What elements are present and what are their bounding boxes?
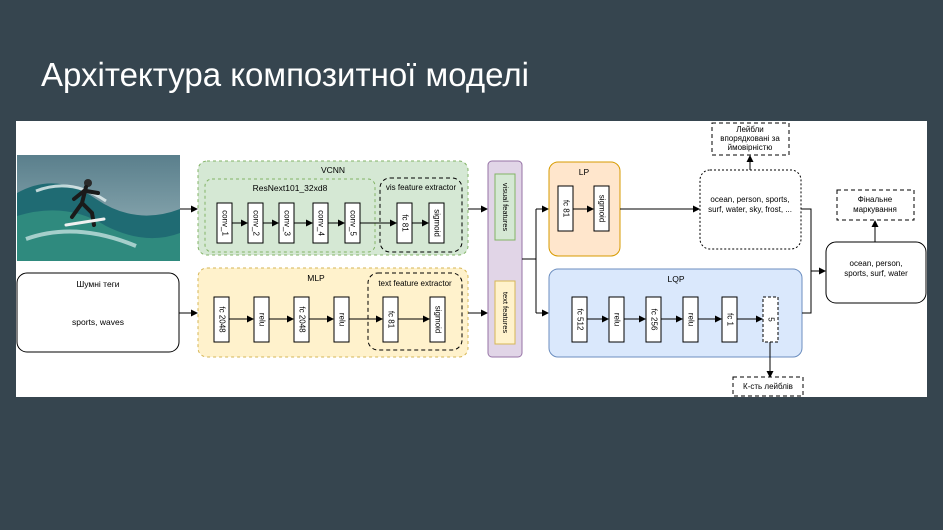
mlp-layer-4: relu <box>333 296 350 343</box>
vcnn-layer-5: conv_5 <box>344 202 361 244</box>
svg-text:fc 512: fc 512 <box>575 309 584 331</box>
lqp-layer-2: relu <box>608 296 625 343</box>
svg-text:text features: text features <box>501 292 510 334</box>
vcnn-block <box>197 160 469 256</box>
mlp-layer-3: fc 2048 <box>293 296 310 343</box>
visual-features-box: visual features <box>494 173 516 241</box>
mlp-layer-2: relu <box>253 296 270 343</box>
svg-text:conv_3: conv_3 <box>282 210 291 236</box>
svg-text:relu: relu <box>612 313 621 326</box>
final-note-box <box>836 189 915 221</box>
vcnn-layer-4: conv_4 <box>312 202 329 244</box>
slide-title: Архітектура композитної моделі <box>41 56 529 93</box>
svg-text:relu: relu <box>337 313 346 326</box>
text-features-box: text features <box>494 280 516 345</box>
svg-text:conv_2: conv_2 <box>251 210 260 236</box>
svg-text:fc 2048: fc 2048 <box>217 306 226 333</box>
lp-title: LP <box>579 167 590 177</box>
svg-text:fc 2048: fc 2048 <box>297 306 306 333</box>
resnext-label: ResNext101_32xd8 <box>253 183 328 193</box>
input-arrows <box>179 205 488 317</box>
vcnn-fc: fc 81 <box>396 202 413 244</box>
svg-text:sigmoid: sigmoid <box>433 306 442 334</box>
final-labels: ocean, person,sports, surf, water <box>844 259 908 278</box>
mlp-sigmoid: sigmoid <box>429 296 446 343</box>
vcnn-sigmoid: sigmoid <box>428 202 445 244</box>
mlp-title: MLP <box>307 273 325 283</box>
lp-sigmoid: sigmoid <box>593 185 610 232</box>
svg-text:sigmoid: sigmoid <box>432 209 441 237</box>
svg-text:5: 5 <box>766 317 775 322</box>
lp-fc: fc 81 <box>557 185 574 232</box>
lqp-output: 5 <box>762 296 779 343</box>
vcnn-title: VCNN <box>321 165 345 175</box>
mlp-fc: fc 81 <box>382 296 399 343</box>
vis-extractor-group <box>379 177 463 253</box>
architecture-diagram: Шумні теги sports, waves VCNN ResNext101… <box>16 122 927 397</box>
label-count: К-сть лейблів <box>743 382 793 391</box>
final-labels-box <box>825 241 927 304</box>
text-extractor-group <box>367 272 463 351</box>
svg-text:conv_5: conv_5 <box>348 210 357 236</box>
vcnn-layer-3: conv_3 <box>278 202 295 244</box>
svg-text:fc 256: fc 256 <box>649 309 658 331</box>
svg-text:fc 81: fc 81 <box>561 200 570 218</box>
lqp-arrows <box>587 315 774 378</box>
resnext-group <box>204 178 376 253</box>
diagram-canvas: Шумні теги sports, waves VCNN ResNext101… <box>16 121 927 397</box>
svg-text:sigmoid: sigmoid <box>597 195 606 223</box>
merge-connectors <box>801 208 812 314</box>
svg-text:conv_1: conv_1 <box>220 210 229 236</box>
mlp-layer-1: fc 2048 <box>213 296 230 343</box>
surfer-photo <box>17 155 180 261</box>
text-extractor-label: text feature extractor <box>378 279 452 288</box>
vcnn-layer-1: conv_1 <box>216 202 233 244</box>
vis-extractor-label: vis feature extractor <box>386 183 457 192</box>
ranked-labels-box <box>699 169 802 250</box>
svg-text:relu: relu <box>257 313 266 326</box>
vcnn-layer-2: conv_2 <box>247 202 264 244</box>
svg-text:fc 81: fc 81 <box>386 311 395 329</box>
lqp-layer-1: fc 512 <box>571 296 588 343</box>
ranked-labels: ocean, person, sports,surf, water, sky, … <box>708 195 792 214</box>
noisy-tags-label: Шумні теги <box>76 279 119 289</box>
svg-text:visual features: visual features <box>501 183 510 232</box>
label-count-box <box>732 376 804 397</box>
svg-text:fc 1: fc 1 <box>725 313 734 326</box>
feature-connectors <box>522 209 537 313</box>
lqp-layer-4: relu <box>682 296 699 343</box>
svg-text:conv_4: conv_4 <box>316 210 325 236</box>
lqp-title: LQP <box>667 274 684 284</box>
lqp-layer-3: fc 256 <box>645 296 662 343</box>
feature-arrows <box>536 205 549 317</box>
svg-text:relu: relu <box>686 313 695 326</box>
svg-text:fc 81: fc 81 <box>400 214 409 232</box>
noisy-tags-value: sports, waves <box>72 317 124 327</box>
lqp-layer-5: fc 1 <box>721 296 738 343</box>
